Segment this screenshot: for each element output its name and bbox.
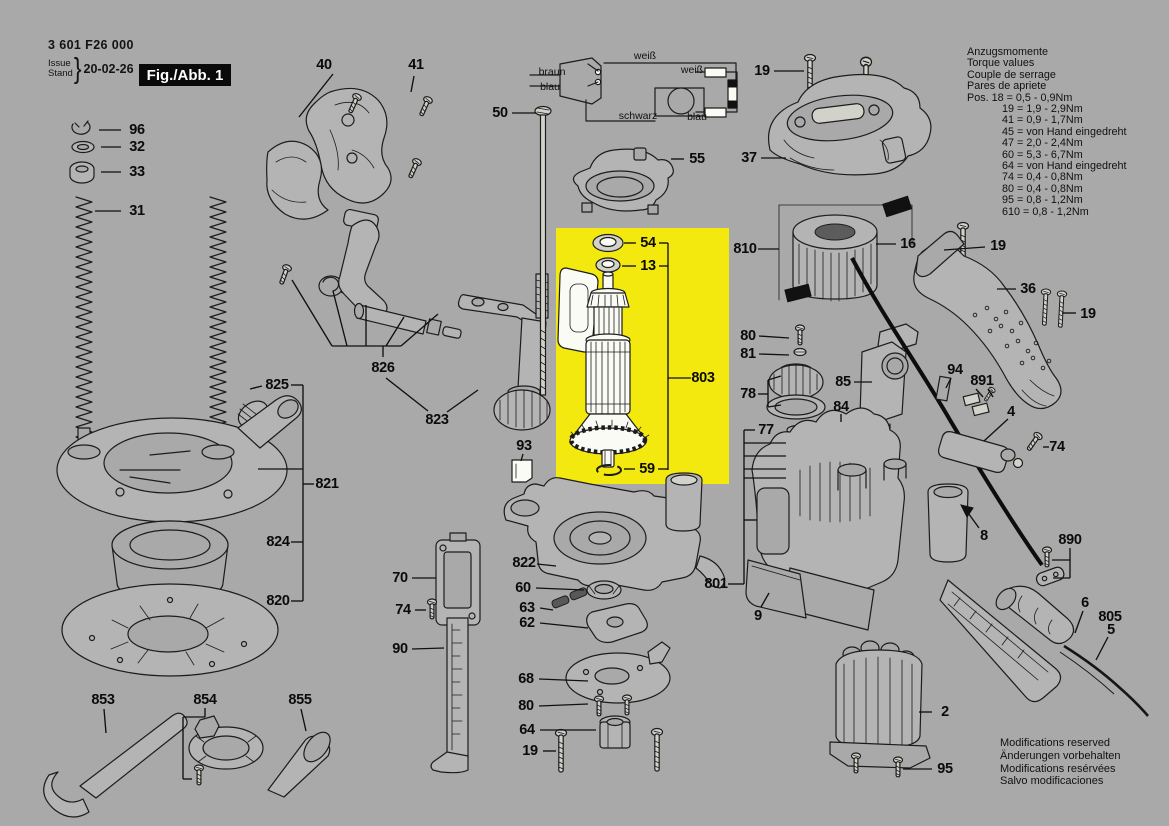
base-assembly [56,395,302,677]
cord-grip-890-6 [995,546,1149,717]
threaded-rod-50 [534,105,552,396]
guide-bracket-70 [426,532,481,774]
service-tools [43,712,331,818]
stator-2 [829,640,931,778]
depth-stop-823 [457,273,551,431]
internal-cable [850,257,1045,567]
leader-lines [95,70,1109,780]
motor-cover-40 [266,87,434,232]
handle-36 [913,221,1068,410]
wiring-schematic [529,57,738,122]
field-stator-16 [778,195,913,303]
gear-housing-822 [503,459,726,773]
top-cover-37 [768,53,932,176]
adjust-knob-78 [766,324,826,420]
lever-assembly-826 [276,219,599,353]
armature-803 [568,233,650,476]
motor-housing-801 [745,407,1062,703]
left-column-parts [69,120,227,448]
bearing-bracket-55 [572,147,674,215]
